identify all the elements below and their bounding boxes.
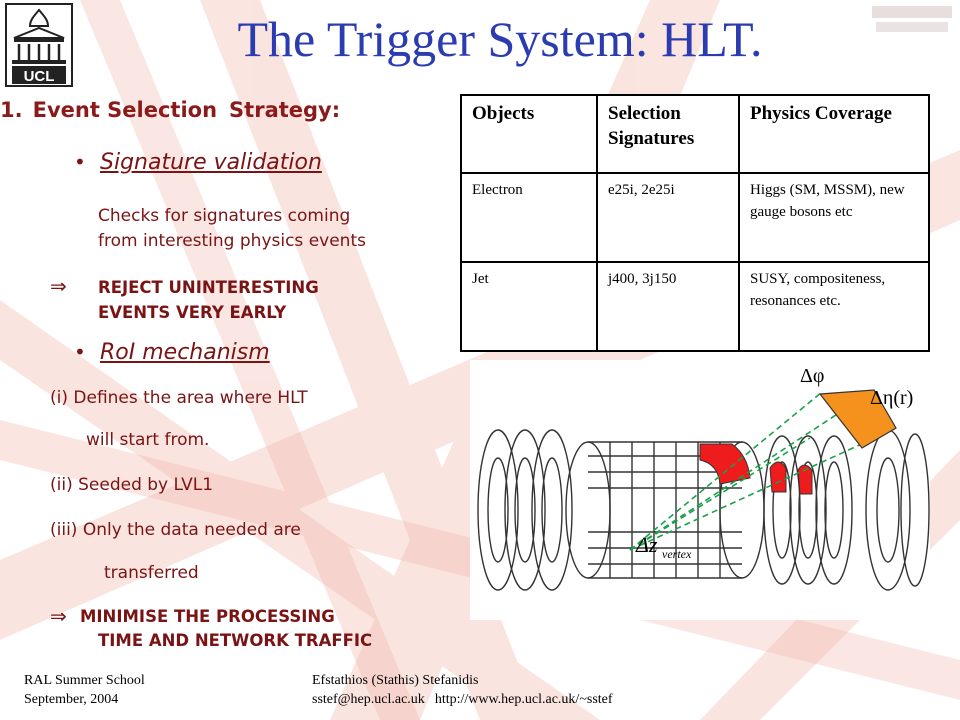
consequence-line: EVENTS VERY EARLY — [98, 302, 287, 322]
slide-title: The Trigger System: HLT. — [237, 11, 763, 67]
bullet-signature-validation: Signature validation — [100, 150, 322, 175]
delta-z-subscript: vertex — [662, 547, 692, 561]
table-cell: j400, 3j150 — [596, 261, 740, 352]
roi-item-continued: transferred — [104, 563, 199, 583]
footer-left: RAL Summer School September, 2004 — [24, 672, 145, 710]
faded-stamp-icon — [872, 6, 952, 32]
signature-description: Checks for signatures coming from intere… — [98, 204, 366, 253]
implies-arrow-icon: ⇒ — [50, 274, 67, 298]
table-header-row: Objects Selection Signatures Physics Cov… — [460, 94, 930, 174]
logo-text: UCL — [24, 68, 55, 85]
roi-detector-diagram: Δφ Δη(r) Δz vertex — [470, 360, 930, 620]
roi-item-continued: will start from. — [86, 430, 210, 450]
table-row: Jet j400, 3j150 SUSY, compositeness, res… — [460, 261, 930, 352]
header-selection-signatures: Selection Signatures — [596, 94, 740, 174]
footer-event: RAL Summer School — [24, 673, 145, 688]
delta-phi-label: Δφ — [800, 365, 824, 387]
description-line: Checks for signatures coming — [98, 206, 351, 226]
consequence-line: TIME AND NETWORK TRAFFIC — [98, 630, 373, 650]
table-cell: Higgs (SM, MSSM), new gauge bosons etc — [738, 172, 930, 263]
table-cell: SUSY, compositeness, resonances etc. — [738, 261, 930, 352]
reject-consequence: REJECT UNINTERESTING EVENTS VERY EARLY — [98, 276, 319, 326]
footer-right: Efstathios (Stathis) Stefanidis sstef@he… — [312, 672, 613, 710]
section-heading-part1: Event Selection — [32, 98, 218, 122]
bullet-dot: • — [74, 340, 86, 364]
table-cell: e25i, 2e25i — [596, 172, 740, 263]
delta-z-label: Δz — [635, 532, 658, 557]
footer-date: September, 2004 — [24, 691, 119, 707]
consequence-line: REJECT UNINTERESTING — [98, 278, 319, 297]
roi-item: (iii) Only the data needed are — [50, 520, 301, 540]
consequence-line: MINIMISE THE PROCESSING — [80, 607, 335, 626]
selection-signatures-table: Objects Selection Signatures Physics Cov… — [460, 94, 930, 352]
table-cell: Electron — [460, 172, 598, 263]
table-row: Electron e25i, 2e25i Higgs (SM, MSSM), n… — [460, 172, 930, 263]
roi-item: (i) Defines the area where HLT — [50, 388, 308, 408]
table-cell: Jet — [460, 261, 598, 352]
implies-arrow-icon: ⇒ — [50, 604, 67, 628]
footer-author: Efstathios (Stathis) Stefanidis — [312, 673, 479, 688]
footer-email: sstef@hep.ucl.ac.uk — [312, 691, 425, 707]
ucl-portico-logo-icon: UCL — [5, 3, 73, 87]
header-objects: Objects — [460, 94, 598, 174]
section-number: 1. — [0, 98, 23, 122]
section-heading-part2: Strategy: — [229, 98, 341, 122]
description-line: from interesting physics events — [98, 230, 366, 251]
delta-eta-label: Δη(r) — [870, 387, 913, 409]
minimise-consequence: MINIMISE THE PROCESSING TIME AND NETWORK… — [80, 605, 372, 653]
bullet-dot: • — [74, 150, 86, 174]
footer-contact: sstef@hep.ucl.ac.uk http://www.hep.ucl.ac… — [312, 691, 613, 710]
footer-url: http://www.hep.ucl.ac.uk/~sstef — [434, 691, 613, 707]
section-heading: 1. Event Selection Strategy: — [0, 98, 340, 122]
header-physics-coverage: Physics Coverage — [738, 94, 930, 174]
bullet-roi-mechanism: RoI mechanism — [100, 340, 270, 365]
roi-item: (ii) Seeded by LVL1 — [50, 475, 214, 495]
